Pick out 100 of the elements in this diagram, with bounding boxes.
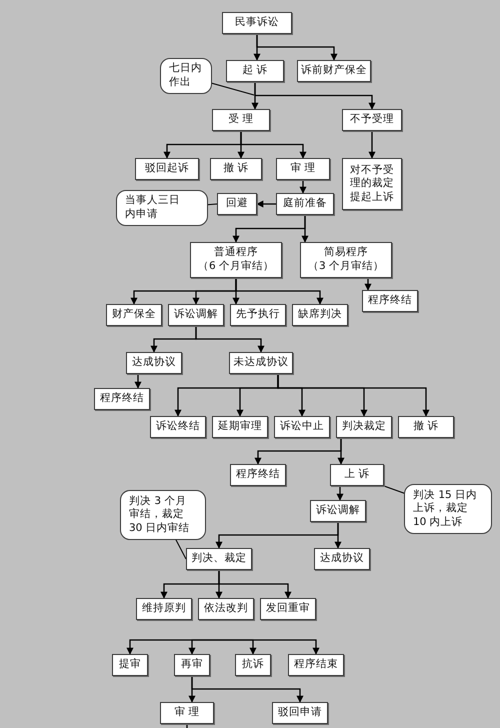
box-label: 程序终结: [236, 468, 280, 482]
process-box: [106, 304, 162, 326]
process-box: [186, 548, 252, 570]
process-box: [168, 304, 224, 326]
callout-bubble: [404, 484, 492, 534]
process-box: [235, 654, 271, 676]
process-box: [336, 416, 392, 438]
process-box: [292, 304, 348, 326]
box-label: 延期审理: [218, 420, 262, 434]
arrow: [254, 82, 376, 110]
arrow: [338, 438, 344, 465]
process-box: [274, 416, 330, 438]
box-label: 普通程序: [214, 246, 258, 260]
process-box: [310, 500, 366, 522]
arrow: [334, 522, 342, 549]
arrow: [277, 374, 430, 417]
process-box: [230, 304, 286, 326]
process-box: [260, 598, 316, 620]
process-box: [190, 242, 282, 278]
process-box: [229, 352, 293, 374]
callout-text: 判决 3 个月审结，裁定 30 日内审结: [129, 494, 191, 536]
arrow: [364, 278, 372, 291]
process-box: [135, 158, 199, 180]
arrow: [195, 326, 264, 353]
callout-text: 当事人三日内申请: [125, 194, 181, 222]
box-label: 驳回起诉: [145, 162, 189, 176]
process-box: [226, 60, 284, 82]
process-box: [342, 158, 402, 210]
process-box: [217, 193, 257, 215]
arrow: [256, 200, 276, 208]
callout-bubble: [160, 58, 212, 94]
box-label: 依法改判: [204, 602, 248, 616]
box-label: 达成协议: [320, 552, 364, 566]
arrow: [134, 374, 142, 389]
process-box: [300, 242, 392, 278]
arrow: [240, 131, 306, 159]
arrow: [218, 570, 292, 599]
box-label: 民事诉讼: [235, 16, 279, 30]
arrow: [300, 180, 306, 194]
box-label: 庭前准备: [283, 197, 327, 211]
box-label: 诉前财产保全: [301, 64, 367, 78]
process-box: [297, 60, 371, 82]
process-box: [160, 702, 214, 724]
box-label: 诉讼调解: [316, 504, 360, 518]
box-label: 撤 诉: [223, 162, 249, 176]
box-label: 受 理: [228, 113, 254, 127]
process-box: [314, 548, 370, 570]
box-label: 驳回申请: [278, 706, 322, 720]
process-box: [276, 158, 330, 180]
process-box: [136, 598, 192, 620]
process-box: [276, 193, 334, 215]
arrow: [256, 34, 338, 61]
arrow: [302, 215, 308, 243]
box-label: 撤 诉: [413, 420, 439, 434]
process-box: [198, 598, 254, 620]
box-label: 再审: [181, 658, 203, 672]
box-label: 判决裁定: [342, 420, 386, 434]
box-label: 审 理: [174, 706, 200, 720]
box-label: 未达成协议: [234, 356, 288, 370]
process-box: [126, 352, 182, 374]
process-box: [150, 416, 206, 438]
box-label: 程序结束: [294, 658, 338, 672]
box-label: 简易程序: [324, 246, 368, 260]
box-label: 发回重审: [266, 602, 310, 616]
box-label: 财产保全: [112, 308, 156, 322]
box-label: 达成协议: [132, 356, 176, 370]
box-label: 回避: [226, 197, 248, 211]
box-label: 先予执行: [236, 308, 280, 322]
arrow: [188, 639, 210, 655]
box-label: 上 诉: [344, 468, 370, 482]
box-label: （6 个月审结）: [198, 260, 274, 274]
process-box: [210, 158, 262, 180]
process-box: [222, 12, 292, 34]
box-label: 提审: [119, 658, 141, 672]
process-box: [272, 702, 328, 724]
box-label: 程序终结: [368, 294, 412, 308]
box-label: 诉讼终结: [156, 420, 200, 434]
box-label: 维持原判: [142, 602, 186, 616]
callout-text: 判决 15 日内上诉，裁定 10 内上诉: [413, 488, 478, 530]
process-box: [174, 654, 210, 676]
process-box: [94, 388, 150, 410]
process-box: [398, 416, 454, 438]
box-label: 判决、裁定: [192, 552, 246, 566]
process-box: [362, 290, 418, 312]
box-label: 诉讼调解: [174, 308, 218, 322]
callout-bubble: [120, 490, 206, 540]
box-label: 诉讼中止: [280, 420, 324, 434]
callout-text: 七日内作出: [169, 62, 203, 90]
process-box: [288, 654, 344, 676]
callout-bubble: [116, 190, 208, 226]
process-box: [230, 464, 286, 486]
process-box: [330, 464, 384, 486]
process-box: [342, 109, 402, 131]
arrow: [336, 486, 344, 501]
box-label: 程序终结: [100, 392, 144, 406]
box-label: 起 诉: [242, 64, 268, 78]
arrow: [191, 676, 304, 703]
box-label: 抗诉: [242, 658, 264, 672]
process-box: [212, 416, 268, 438]
process-box: [112, 654, 148, 676]
